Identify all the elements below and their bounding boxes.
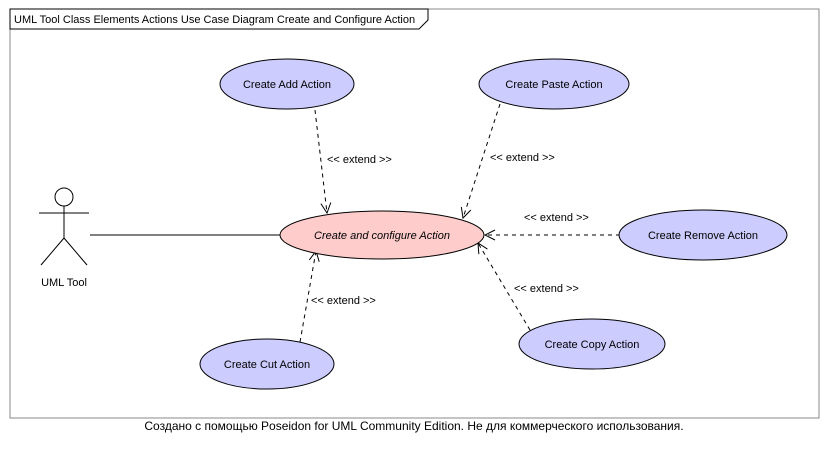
use-case-remove-ellipse: [618, 209, 788, 261]
actor-uml-tool[interactable]: UML Tool: [39, 187, 89, 289]
extend-arrow-add: [314, 109, 327, 213]
actor-label: UML Tool: [41, 277, 87, 289]
extend-relations: << extend >> << extend >> << extend >> <…: [299, 103, 620, 343]
extend-label-copy: << extend >>: [514, 283, 579, 295]
use-case-create-remove-action[interactable]: Create Remove Action: [618, 209, 788, 261]
use-case-add-ellipse: [219, 58, 355, 110]
use-case-cut-label: Create Cut Action: [224, 359, 310, 371]
use-case-main-ellipse: [279, 210, 485, 260]
use-case-remove-label: Create Remove Action: [648, 230, 758, 242]
use-case-diagram: UML Tool Class Elements Actions Use Case…: [9, 8, 820, 419]
actor-left-leg: [40, 237, 65, 266]
actor-head: [54, 187, 74, 207]
footer-note: Создано с помощью Poseidon for UML Commu…: [144, 419, 684, 433]
actor-right-leg: [63, 237, 88, 266]
use-case-copy-ellipse: [518, 318, 666, 370]
frame-title-tab: [9, 8, 429, 30]
use-case-create-copy-action[interactable]: Create Copy Action: [518, 318, 666, 370]
frame-title: UML Tool Class Elements Actions Use Case…: [14, 14, 415, 26]
extend-label-cut: << extend >>: [311, 295, 376, 307]
extend-label-paste: << extend >>: [490, 152, 555, 164]
use-case-create-and-configure-action[interactable]: Create and configure Action: [279, 210, 485, 260]
use-case-paste-label: Create Paste Action: [505, 79, 602, 91]
use-case-add-label: Create Add Action: [243, 79, 331, 91]
use-case-cut-ellipse: [199, 338, 335, 390]
extend-arrow-paste: [463, 103, 501, 218]
use-case-create-paste-action[interactable]: Create Paste Action: [478, 58, 630, 110]
use-case-paste-ellipse: [478, 58, 630, 110]
extend-label-remove: << extend >>: [524, 212, 589, 224]
use-case-main-label: Create and configure Action: [314, 230, 450, 242]
use-case-create-add-action[interactable]: Create Add Action: [219, 58, 355, 110]
extend-arrow-copy: [478, 243, 531, 331]
use-case-copy-label: Create Copy Action: [545, 339, 640, 351]
use-case-create-cut-action[interactable]: Create Cut Action: [199, 338, 335, 390]
extend-label-add: << extend >>: [327, 154, 392, 166]
